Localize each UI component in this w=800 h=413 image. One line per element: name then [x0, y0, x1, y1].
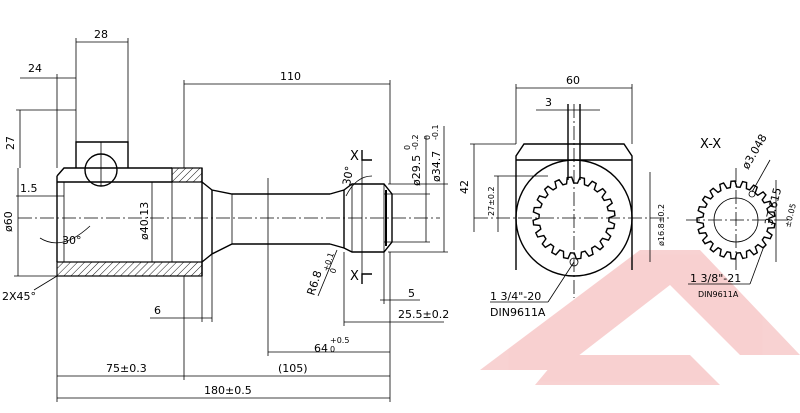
end-view: 60 3 42 27±0.2 ø16.8±0.2 1 3/4"-20 DIN96… — [458, 74, 672, 319]
section-dim-dia-3-048: ø3.048 — [739, 132, 769, 172]
section-title: X-X — [700, 137, 721, 152]
end-dim-27: 27±0.2 — [487, 186, 496, 216]
dim-dia-29-5: ø29.5 — [410, 155, 423, 186]
dim-6: 6 — [154, 304, 161, 317]
groove — [329, 189, 345, 249]
section-spline-spec: 1 3/8"-21 — [690, 272, 741, 285]
end-dim-3: 3 — [545, 96, 552, 109]
end-spline-spec: 1 3/4"-20 — [490, 290, 541, 303]
section-arrow-bottom — [361, 273, 372, 284]
dim-dia-29-5-tol-lo: -0.2 — [411, 134, 420, 150]
dim-dia-40-13: ø40.13 — [138, 202, 151, 240]
dim-25-5: 25.5±0.2 — [398, 308, 449, 321]
internal-spline — [532, 176, 616, 260]
clamp-lug — [75, 141, 129, 168]
dim-dia-60: ø60 — [2, 211, 15, 232]
dim-64-tol-lo: 0 — [330, 345, 335, 354]
section-hatch-top — [171, 167, 203, 183]
dim-dia-34-7-tol-up: 0 — [423, 135, 432, 140]
section-dim-37-615-tol: ±0.05 — [783, 203, 798, 229]
dim-27: 27 — [4, 136, 17, 150]
dim-angle-30: 30° — [62, 234, 82, 247]
watermark-logo — [480, 250, 800, 385]
body-outline — [56, 167, 172, 262]
end-outer-circle — [515, 159, 633, 277]
end-dim-dia-16-8: ø16.8±0.2 — [657, 204, 666, 246]
dim-64: 64 — [314, 342, 328, 355]
dim-1-5: 1.5 — [20, 182, 38, 195]
side-view: X X 28 24 110 27 1.5 ø60 30° ø40.13 — [2, 28, 449, 402]
dim-dia-29-5-tol-up: 0 — [403, 145, 412, 150]
dim-chamfer: 2X45° — [2, 290, 36, 303]
dim-110: 110 — [280, 70, 301, 83]
dim-r6-8: R6.8 — [304, 269, 324, 297]
section-label-bottom: X — [350, 269, 359, 284]
section-dim-37-615: 37.615 — [762, 186, 784, 227]
dim-180: 180±0.5 — [204, 384, 252, 397]
end-dim-42: 42 — [458, 180, 471, 194]
spline-end — [343, 183, 393, 253]
end-body-outline — [515, 143, 633, 270]
section-spline-standard: DIN9611A — [698, 290, 739, 299]
dim-28: 28 — [94, 28, 108, 41]
section-arrow-top — [361, 150, 372, 161]
dim-5: 5 — [408, 287, 415, 300]
dim-105: (105) — [278, 362, 308, 375]
dim-dia-34-7: ø34.7 — [430, 151, 443, 182]
dim-75: 75±0.3 — [106, 362, 147, 375]
end-spline-standard: DIN9611A — [490, 306, 546, 319]
dim-r6-8-tol-lo: 0 — [328, 267, 338, 275]
dim-24: 24 — [28, 62, 42, 75]
dim-dia-34-7-tol-lo: -0.1 — [431, 124, 440, 140]
end-dim-60: 60 — [566, 74, 580, 87]
section-label-top: X — [350, 149, 359, 164]
shaft-outline — [201, 181, 330, 263]
external-spline — [696, 180, 776, 260]
section-view: X-X ø3.048 37.615 ±0.05 1 3/8"-21 DIN961… — [686, 132, 798, 299]
section-hatch-bottom — [56, 261, 203, 277]
dim-64-tol-up: +0.5 — [330, 336, 349, 345]
dim-angle-30-b: 30° — [340, 165, 356, 186]
